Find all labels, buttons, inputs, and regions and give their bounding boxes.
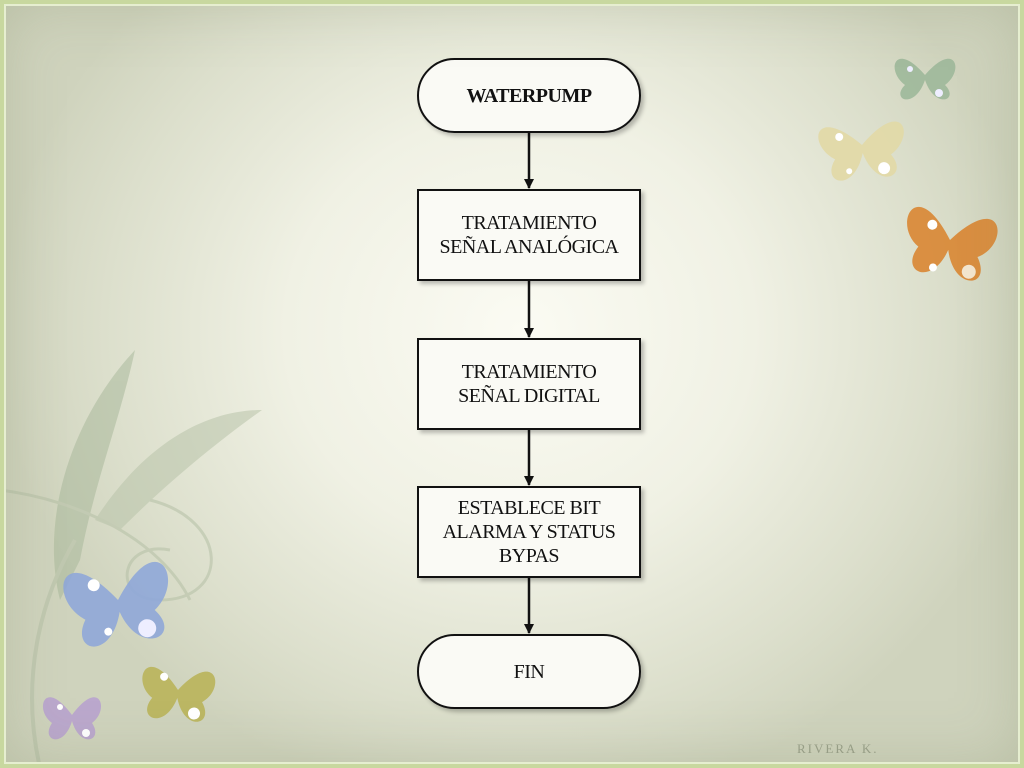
- process-node-analog-line2: SEÑAL ANALÓGICA: [439, 236, 619, 258]
- butterfly-green-icon: [894, 58, 956, 100]
- process-node-alarm-line1: ESTABLECE BIT: [457, 497, 601, 519]
- process-node-alarm: ESTABLECE BIT ALARMA Y STATUS BYPAS: [417, 486, 641, 578]
- end-node: FIN: [417, 634, 641, 709]
- end-node-label: FIN: [513, 660, 545, 683]
- butterfly-cream-icon: [818, 121, 904, 181]
- butterfly-orange-icon: [907, 206, 998, 281]
- butterfly-purple-icon: [42, 697, 102, 740]
- start-node: WATERPUMP: [417, 58, 641, 133]
- process-node-digital: TRATAMIENTO SEÑAL DIGITAL: [417, 338, 641, 430]
- process-node-alarm-line3: BYPAS: [498, 545, 560, 567]
- start-node-label: WATERPUMP: [466, 84, 592, 107]
- process-node-digital-line1: TRATAMIENTO: [461, 361, 597, 383]
- leaf-vine-decoration: [0, 350, 262, 768]
- author-signature: RIVERA K.: [797, 741, 879, 756]
- butterfly-blue-icon: [63, 561, 169, 647]
- process-node-digital-line2: SEÑAL DIGITAL: [458, 385, 600, 407]
- process-node-analog-line1: TRATAMIENTO: [461, 212, 597, 234]
- process-node-alarm-line2: ALARMA Y STATUS: [442, 521, 616, 543]
- butterfly-olive-icon: [142, 666, 216, 722]
- process-node-analog: TRATAMIENTO SEÑAL ANALÓGICA: [417, 189, 641, 281]
